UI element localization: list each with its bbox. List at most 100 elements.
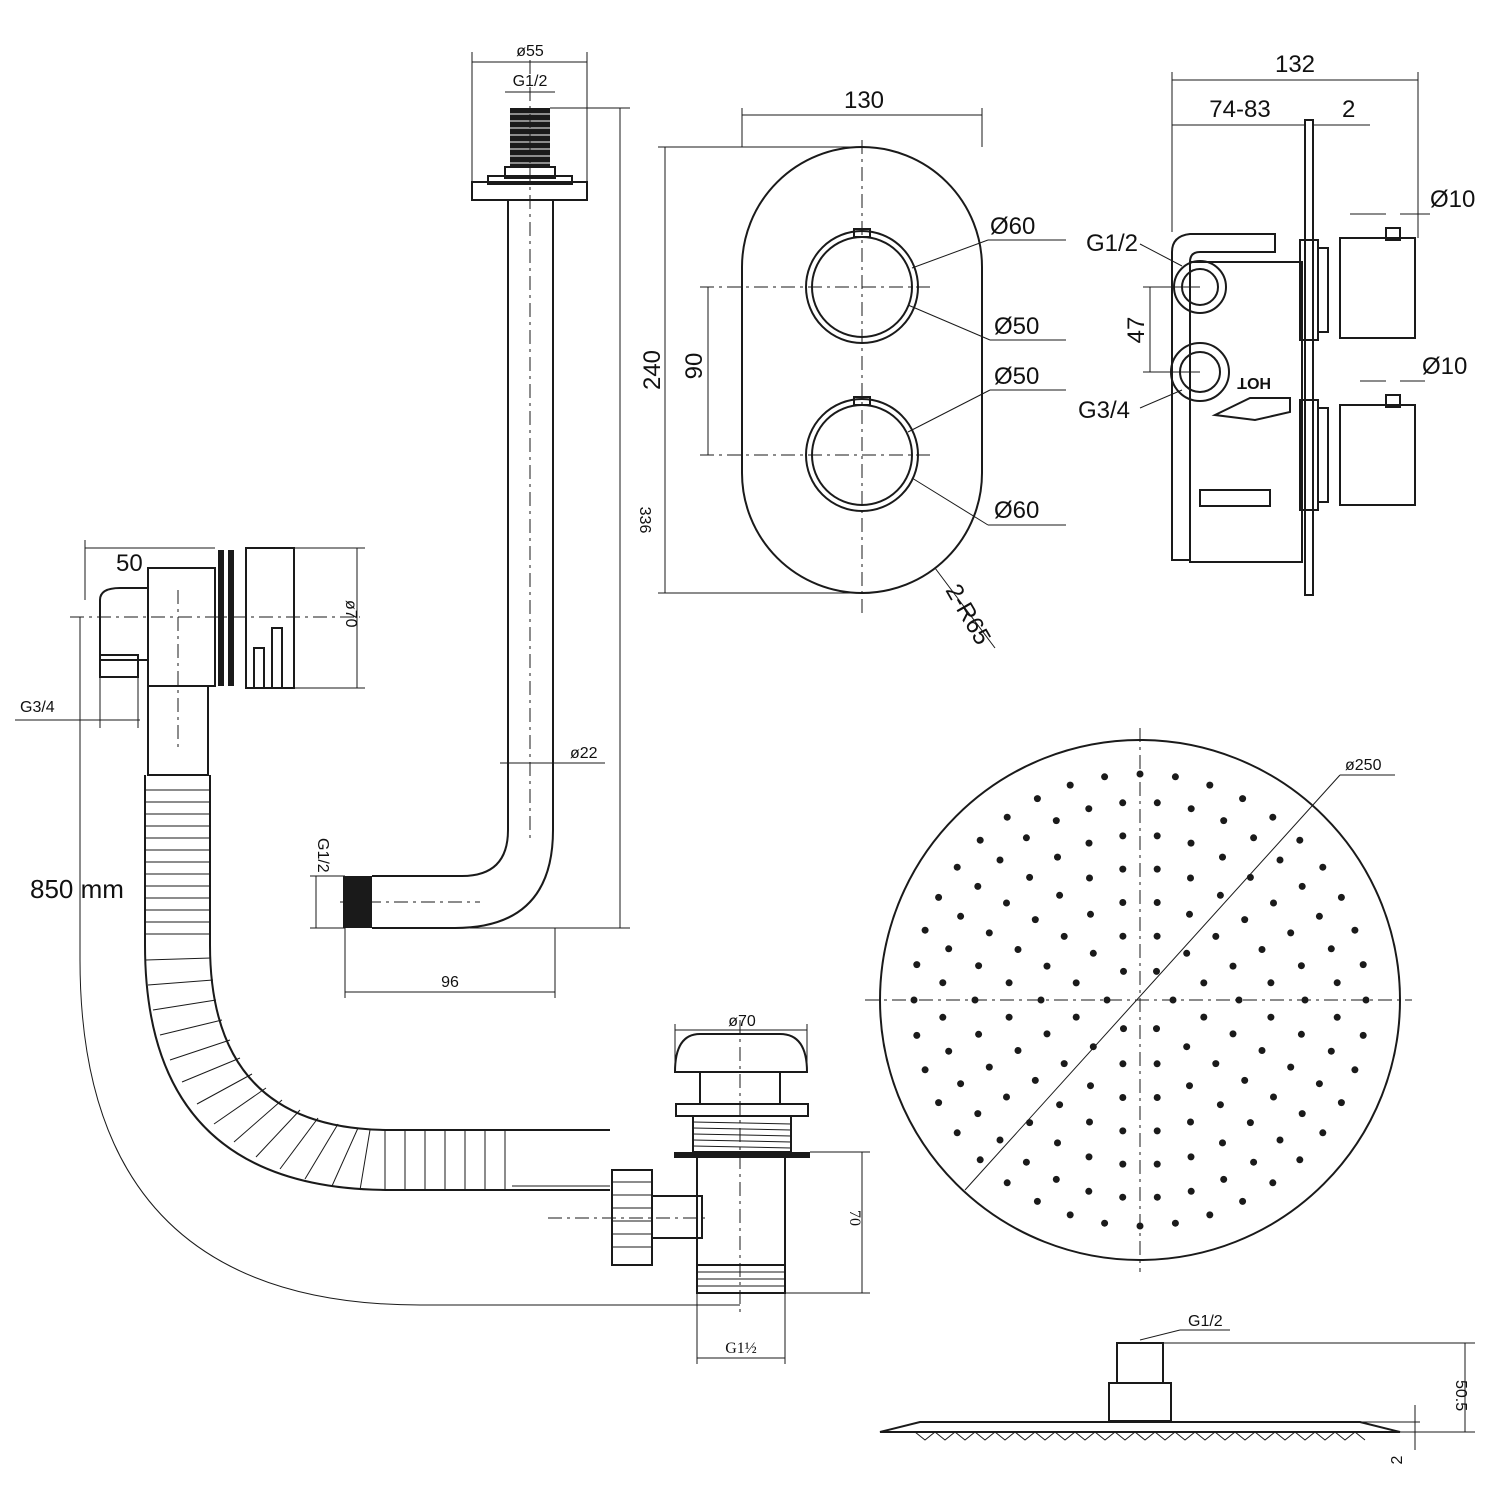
nozzle-dot [1101,773,1109,781]
head-swivel [1108,1382,1172,1422]
nozzle-dot [1337,1099,1345,1107]
nozzle-dot [1315,1080,1323,1088]
nozzle-dot [1136,770,1144,778]
nozzle-dot [1301,996,1309,1004]
nozzle-dot [1014,946,1022,953]
nozzle-dot [1298,882,1306,890]
nozzle-dot [945,1047,953,1055]
nozzle-dot [935,1099,943,1107]
nozzle-dot [1276,1136,1284,1144]
nozzle-dot [1169,996,1177,1004]
head-connector [1116,1342,1164,1384]
nozzle-dot [1101,1219,1109,1227]
nozzle-dot [939,979,947,987]
nozzle-dot [976,1156,984,1164]
filler-slot-1 [253,647,265,689]
nozzle-dot [1119,1193,1127,1201]
nozzle-dot [1085,839,1093,847]
nozzle-dot [1187,1118,1194,1126]
arm-top-thread-label: G1/2 [513,73,548,90]
nozzle-dot [1319,863,1327,871]
nozzle-dot [1153,932,1161,940]
nozzle-dot [1216,891,1224,899]
bottom-spindle [1385,394,1401,408]
nozzle-dot [1246,873,1254,881]
nozzle-dot [1153,1025,1160,1033]
nozzle-dot [1085,805,1093,813]
nozzle-dot [1297,1030,1305,1038]
nozzle-dot [1362,996,1370,1004]
arm-tube-dia-label: ø22 [570,745,598,762]
nozzle-dot [1187,805,1195,813]
nozzle-dot [1066,1211,1074,1219]
valve-rib [1211,397,1291,422]
nozzle-dot [1220,1175,1228,1183]
valve-adjust-label: 74-83 [1209,96,1270,123]
hose-outer [144,775,610,1191]
valve-spindle-top-label: Ø10 [1430,186,1475,213]
arm-tube-outer [372,200,554,929]
nozzle-dot [1298,1110,1306,1118]
nozzle-dot [1072,979,1080,987]
nozzle-dot [1103,996,1111,1004]
nozzle-dot [1297,962,1305,970]
nozzle-dot [1276,856,1284,864]
nozzle-dot [1267,1013,1275,1021]
nozzle-dot [1212,932,1220,940]
nozzle-dot [1031,1076,1039,1084]
nozzle-dot [975,962,983,970]
valve-side-view: HOT 132 74-83 2 Ø10 Ø10 G1/2 G3/4 47 [1078,51,1475,596]
nozzle-dot [1235,996,1243,1004]
nozzle-dot [1153,799,1161,807]
nozzle-dot [1060,932,1068,940]
nozzle-dot [921,926,929,934]
nozzle-dot [1003,1093,1010,1101]
nozzle-dot [1327,1047,1335,1055]
arm-flange-dia-label: ø55 [516,43,544,60]
nozzle-dot [1241,1076,1249,1084]
nozzle-dot [1033,1197,1041,1205]
valve-inlet-top-label: G1/2 [1086,230,1138,257]
nozzle-dot [1153,1193,1161,1201]
waste-washer [674,1152,810,1158]
waste-body [696,1158,786,1266]
nozzle-dot [1054,1139,1061,1147]
valve-plate-label: 2 [1342,96,1355,123]
nozzle-dot [939,1013,947,1021]
nozzle-dot [996,1136,1004,1144]
nozzle-dot [1043,962,1051,970]
nozzle-dot [1005,1013,1013,1021]
head-body [879,1421,1401,1433]
valve-body-outline [1171,233,1276,561]
nozzle-dot [1269,1179,1277,1187]
nozzle-dot [971,996,979,1004]
nozzle-dot [1119,1094,1127,1101]
bottom-knob-inner-label: Ø50 [994,363,1039,390]
waste-cap [673,1033,809,1073]
nozzle-dot [1072,1013,1080,1021]
plate-width-label: 130 [844,87,884,114]
filler-spigot [147,686,209,776]
filler-inlet-thread [99,654,139,678]
nozzle-dot [1056,1101,1064,1109]
hose-length-dim [79,617,740,1306]
faceplate-view: 130 240 90 Ø60 Ø50 Ø50 Ø60 2-R65 [639,87,1066,650]
nozzle-dot [1200,979,1208,987]
nozzle-dot [1089,949,1097,957]
head-nozzles [910,770,1370,1230]
nozzle-dot [1089,1043,1097,1051]
nozzle-dot [1187,839,1195,847]
nozzle-dot [1119,899,1127,906]
nozzle-dot [1206,781,1214,789]
nozzle-dot [1171,773,1179,781]
nozzle-dot [1119,799,1127,807]
nozzle-dot [1351,1066,1359,1074]
bottom-cartridge [1339,404,1416,506]
nozzle-dot [1327,945,1335,953]
waste-thread-label: G1½ [725,1340,757,1357]
nozzle-dot [1003,1179,1011,1187]
nozzle-dot [1119,865,1127,873]
nozzle-dot [1003,899,1010,907]
nozzle-dot [996,856,1004,864]
nozzle-dot [1287,1063,1295,1071]
